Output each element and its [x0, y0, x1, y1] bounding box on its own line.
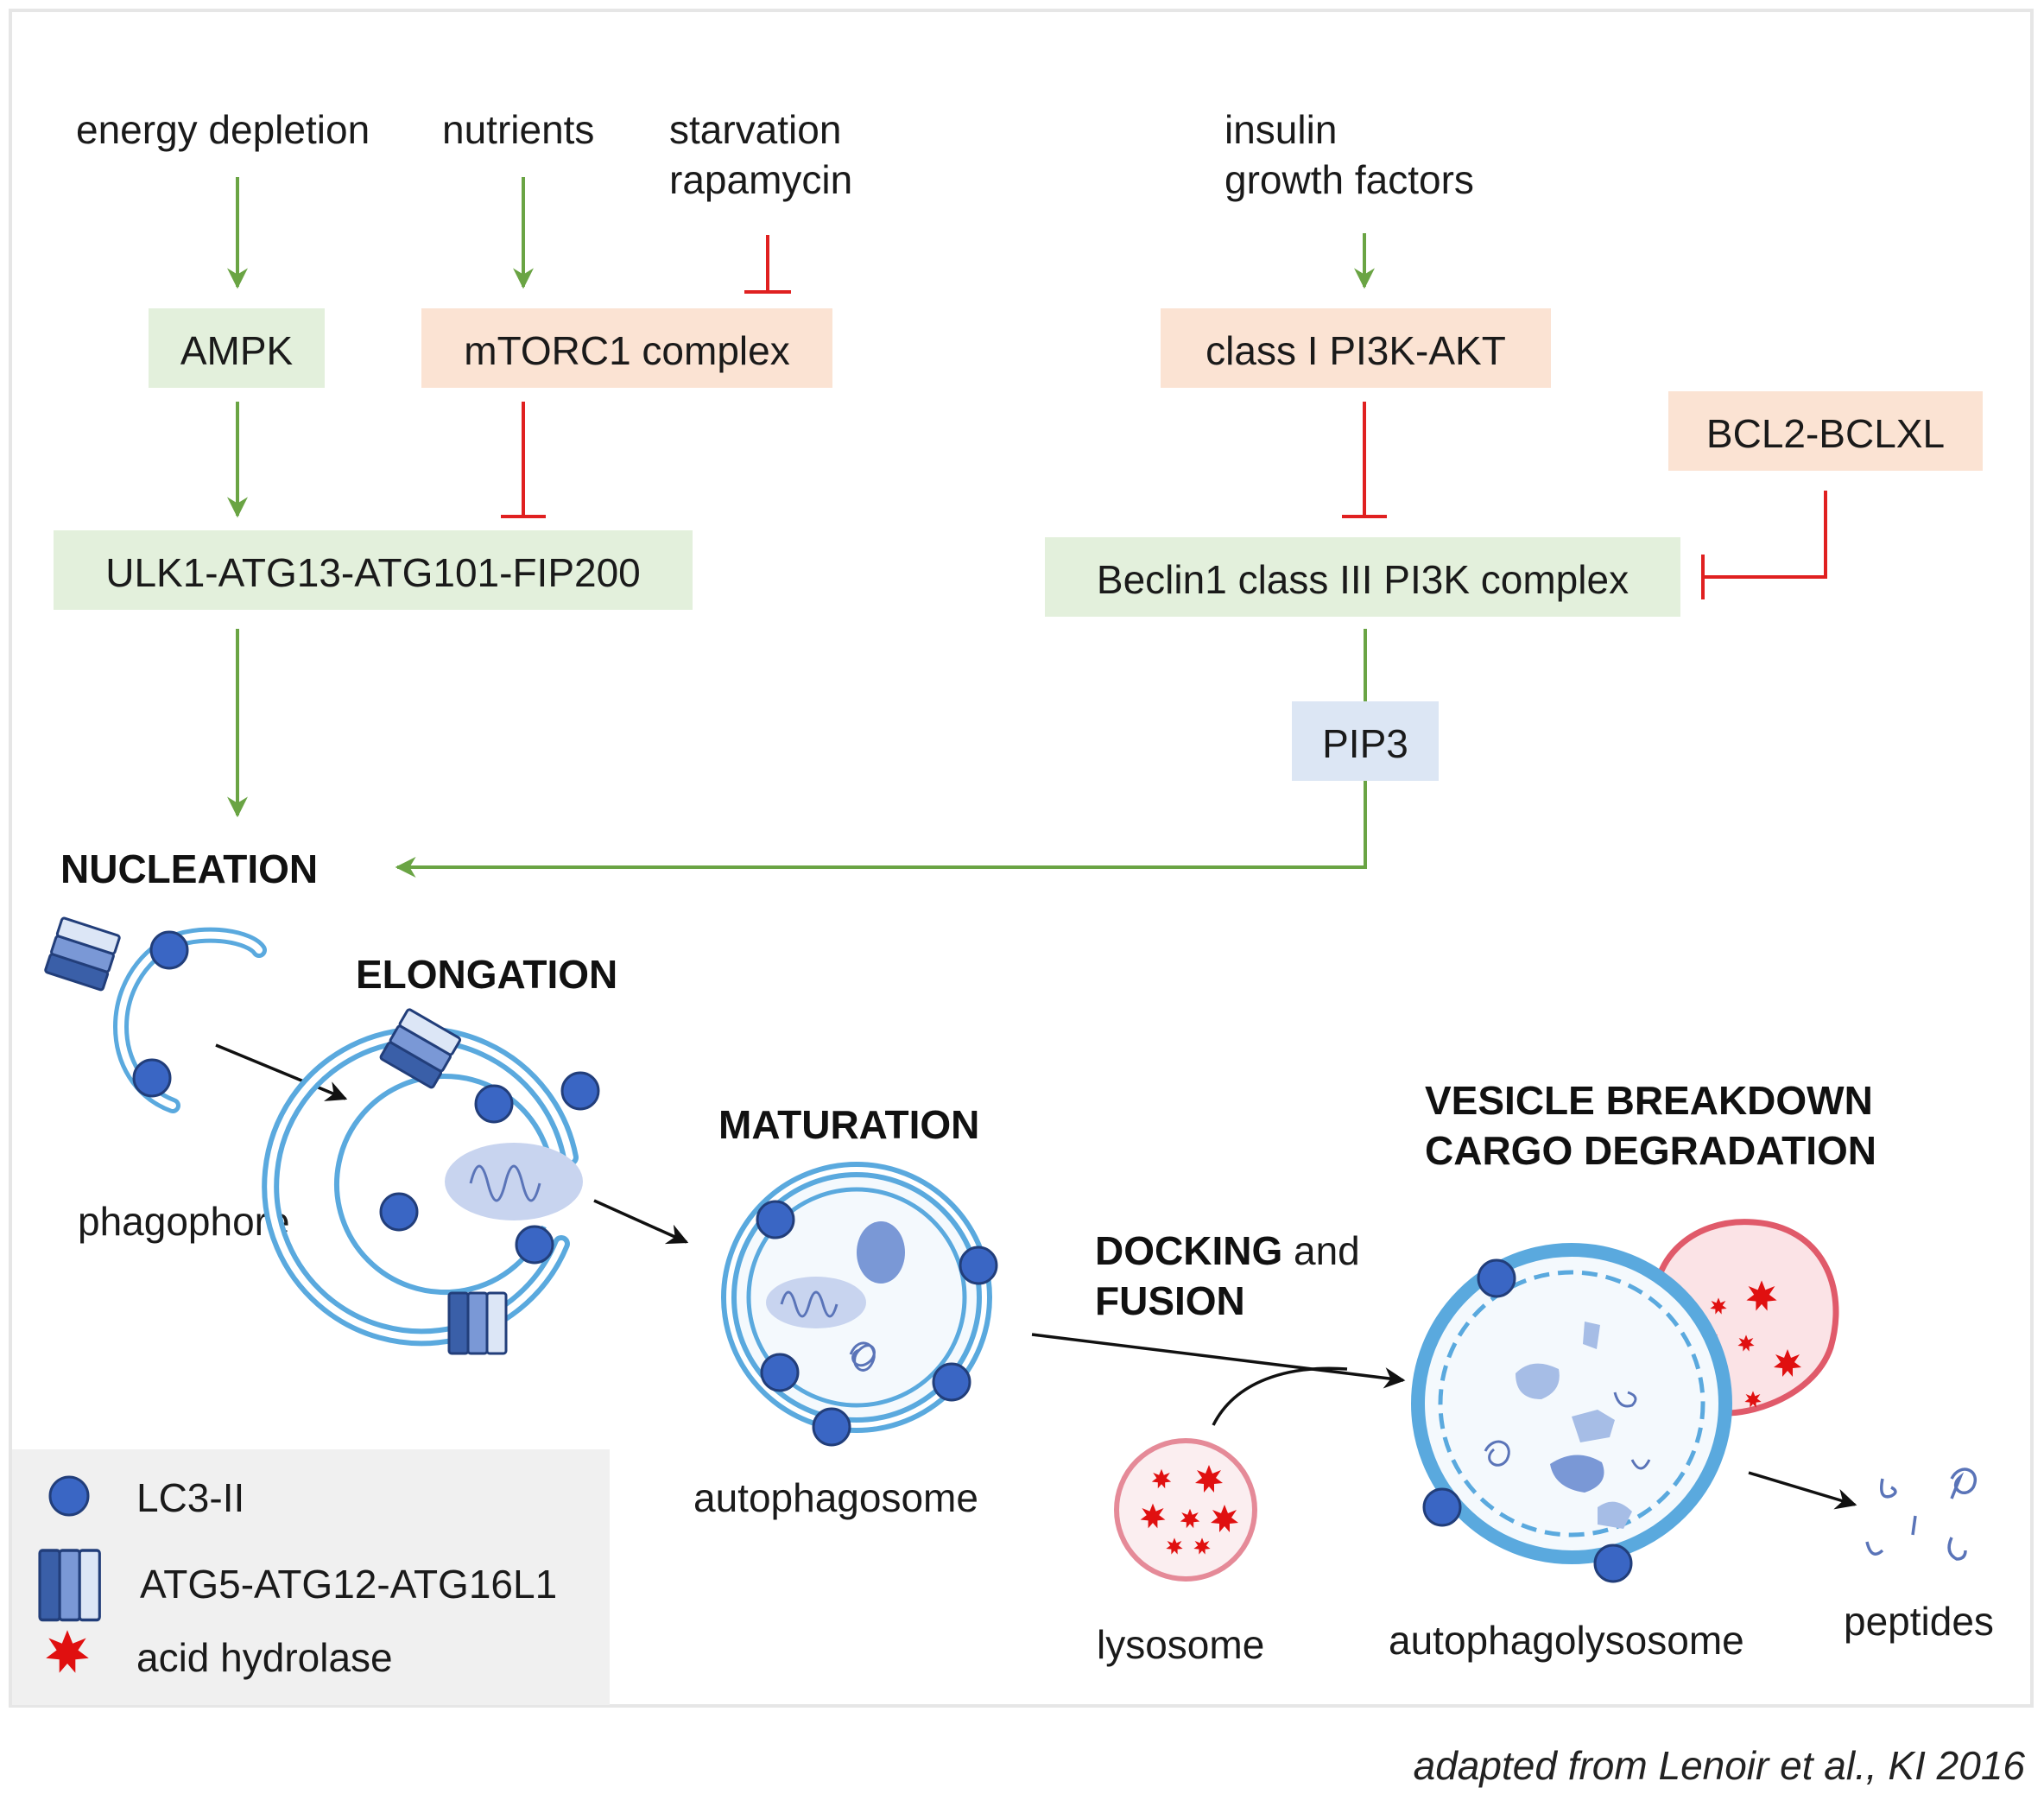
elongation-illustration: [262, 1007, 600, 1355]
lc3-dot: [474, 1084, 514, 1124]
organelle-icon: [857, 1221, 905, 1284]
stage-docking: DOCKING: [1095, 1228, 1282, 1273]
lc3-dot: [959, 1246, 998, 1285]
box-ampk-label: AMPK: [180, 328, 294, 373]
box-ulk1-complex: ULK1-ATG13-ATG101-FIP200: [54, 530, 693, 610]
arrow-phagophore-to-elongation: [215, 1043, 348, 1101]
label-phagophore: phagophore: [78, 1199, 290, 1244]
atg-complex: [447, 1291, 508, 1355]
box-ulk1-label: ULK1-ATG13-ATG101-FIP200: [105, 550, 641, 595]
lc3-dot: [515, 1225, 554, 1265]
inhibit-pi3k-to-beclin1: [1342, 402, 1387, 518]
stage-docking-line: DOCKING and: [1095, 1228, 1360, 1273]
inhibit-bcl2-to-beclin1: [1701, 491, 1827, 599]
signal-growth-factors: growth factors: [1225, 157, 1474, 202]
mitochondrion-icon: [766, 1277, 866, 1328]
lc3-dot: [932, 1362, 971, 1402]
box-bcl2-label: BCL2-BCLXL: [1706, 411, 1945, 456]
stage-fusion: FUSION: [1095, 1278, 1245, 1323]
label-lysosome: lysosome: [1097, 1622, 1264, 1667]
lc3-dot: [1477, 1258, 1516, 1298]
cargo-fragment: [1516, 1363, 1560, 1399]
signal-insulin: insulin: [1225, 107, 1337, 152]
stage-nucleation: NUCLEATION: [60, 846, 318, 891]
signal-starvation: starvation: [669, 107, 841, 152]
signal-nutrients: nutrients: [442, 107, 594, 152]
arrow-lysosome-to-fusion: [1212, 1366, 1348, 1426]
label-autophagolysosome: autophagolysosome: [1389, 1618, 1744, 1663]
box-pip3: PIP3: [1292, 701, 1439, 781]
cargo-fragment: [1550, 1455, 1604, 1493]
stage-elongation: ELONGATION: [356, 952, 617, 997]
label-autophagosome: autophagosome: [693, 1475, 978, 1520]
legend-atg-label: ATG5-ATG12-ATG16L1: [140, 1562, 557, 1607]
lc3-dot: [760, 1353, 800, 1392]
box-beclin1-complex: Beclin1 class III PI3K complex: [1045, 537, 1680, 617]
lc3-dot: [560, 1071, 600, 1111]
box-pi3k-akt: class I PI3K-AKT: [1161, 308, 1551, 388]
cargo-fragment: [1598, 1501, 1632, 1529]
lc3-dot: [132, 1058, 172, 1098]
phagophore-illustration: [43, 916, 267, 1113]
box-pi3k-akt-label: class I PI3K-AKT: [1206, 328, 1506, 373]
lc3-dot: [756, 1200, 795, 1239]
signal-energy-depletion: energy depletion: [76, 107, 370, 152]
arrow-autophagosome-to-autophagolysosome: [1031, 1333, 1406, 1389]
protein-aggregate-icon: [849, 1341, 876, 1372]
cargo-fragment: [1583, 1322, 1600, 1349]
lc3-dot: [812, 1407, 851, 1447]
stage-maturation: MATURATION: [718, 1102, 979, 1147]
stage-docking-and: and: [1282, 1228, 1360, 1273]
legend-hydrolase-label: acid hydrolase: [136, 1635, 393, 1680]
lc3-dot: [379, 1192, 419, 1232]
box-pip3-label: PIP3: [1322, 721, 1408, 766]
inhibit-rapamycin-to-mtorc1: [744, 235, 791, 294]
box-mtorc1: mTORC1 complex: [421, 308, 832, 388]
inhibit-mtorc1-to-ulk1: [501, 402, 546, 518]
mitochondrion-icon: [445, 1143, 583, 1220]
legend-atg-icon: [38, 1549, 102, 1622]
lysosome-illustration: [1114, 1438, 1257, 1582]
arrow-elongation-to-maturation: [593, 1199, 689, 1245]
autophagosome-illustration: [721, 1162, 998, 1447]
peptides-illustration: [1865, 1468, 1977, 1561]
box-ampk: AMPK: [149, 308, 325, 388]
credit-line: adapted from Lenoir et al., KI 2016: [1414, 1743, 2026, 1788]
box-bcl2-bclxl: BCL2-BCLXL: [1668, 391, 1983, 471]
signal-rapamycin: rapamycin: [669, 157, 852, 202]
label-peptides: peptides: [1844, 1599, 1994, 1644]
cargo-fragment: [1572, 1410, 1615, 1442]
arrow-pip3-to-nucleation: [395, 781, 1367, 878]
lc3-dot: [1422, 1487, 1462, 1527]
autophagolysosome-illustration: [1411, 1219, 1839, 1583]
atg-complex: [43, 916, 122, 992]
box-beclin1-label: Beclin1 class III PI3K complex: [1097, 557, 1629, 602]
stage-vesicle-breakdown: VESICLE BREAKDOWN: [1425, 1078, 1873, 1123]
lc3-dot: [1593, 1544, 1633, 1583]
legend-lc3-icon: [48, 1475, 90, 1517]
legend: LC3-II ATG5-ATG12-ATG16L1 acid hydrolase: [12, 1449, 610, 1705]
box-mtorc1-label: mTORC1 complex: [464, 328, 789, 373]
lc3-dot: [149, 930, 189, 970]
legend-lc3-label: LC3-II: [136, 1475, 244, 1520]
arrow-to-peptides: [1748, 1471, 1857, 1510]
stage-cargo-degradation: CARGO DEGRADATION: [1425, 1128, 1876, 1173]
